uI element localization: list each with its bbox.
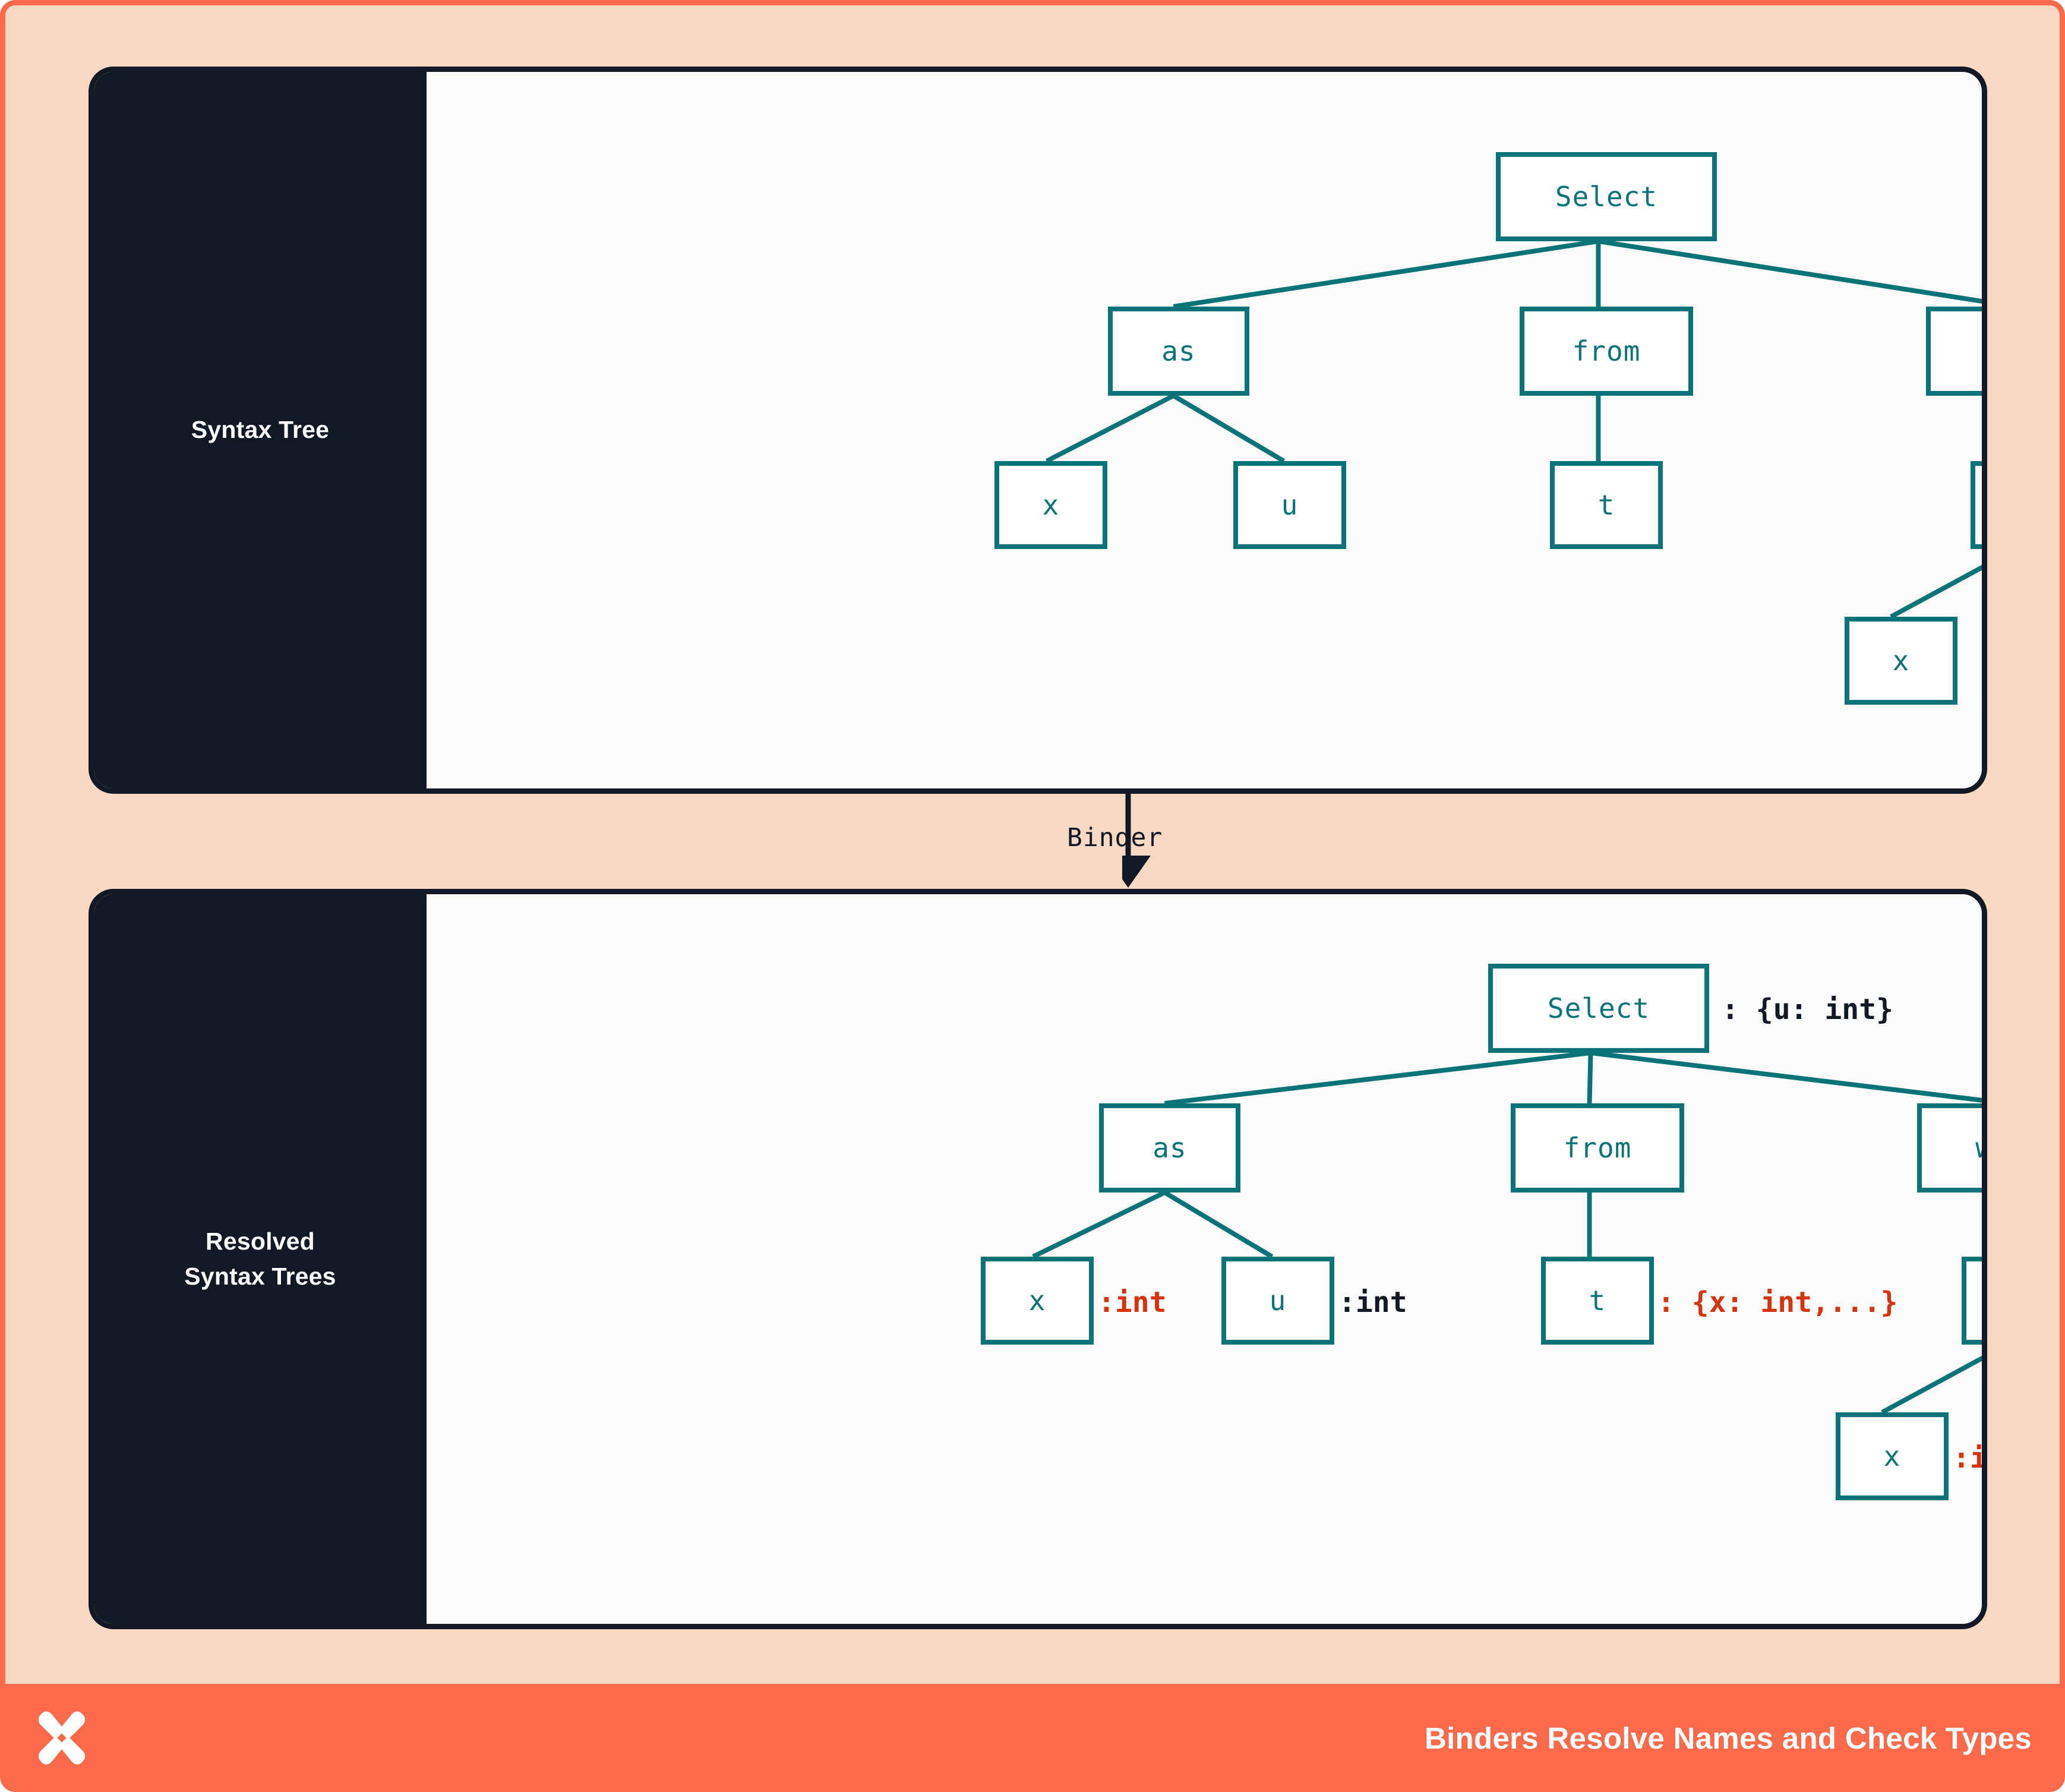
tree-node-from[interactable]: from <box>1511 1103 1684 1192</box>
tree-node-gt[interactable]: > <box>1971 461 1982 549</box>
tree-edge <box>1597 239 1982 304</box>
tree-edge <box>1032 1190 1166 1259</box>
tree-node-gt[interactable]: > <box>1962 1257 1982 1345</box>
binder-arrow-icon <box>1122 794 1151 888</box>
tree-node-from-t[interactable]: t <box>1541 1257 1654 1345</box>
resolved-tree-canvas: Selectasfromwherexut>x0: {u: int}:int:in… <box>427 894 1982 1624</box>
tree-node-select[interactable]: Select <box>1488 964 1709 1053</box>
panel-resolved-trees: Resolved Syntax Trees Select as from where x… <box>89 889 1987 1629</box>
type-annotation-from-t-type: : {x: int,...} <box>1657 1286 1898 1319</box>
tree-edge <box>1590 1050 1982 1103</box>
tree-node-where[interactable]: where <box>1917 1103 1982 1192</box>
tree-node-where[interactable]: where <box>1926 307 1982 396</box>
tree-node-as-u[interactable]: u <box>1221 1257 1334 1345</box>
syntax-tree-canvas: Selectasfromwherexut>x0 <box>427 72 1982 788</box>
tree-edge <box>1172 393 1286 463</box>
syntax-tree-edges <box>1046 239 1982 619</box>
tree-node-as[interactable]: as <box>1099 1103 1240 1192</box>
resolved-tree-edges <box>1032 1050 1982 1415</box>
tree-edge <box>1173 239 1599 309</box>
tree-node-as-x[interactable]: x <box>981 1257 1094 1345</box>
footer-title: Binders Resolve Names and Check Types <box>1424 1721 2032 1755</box>
footer-bar: Binders Resolve Names and Check Types <box>5 1684 2060 1787</box>
binder-label: Binder <box>1067 823 1163 853</box>
tree-edge <box>1881 1355 1982 1415</box>
tree-edge <box>1587 1052 1593 1104</box>
tree-node-gt-x[interactable]: x <box>1836 1412 1949 1500</box>
tree-node-from-t[interactable]: t <box>1550 461 1663 549</box>
tree-node-gt-x[interactable]: x <box>1845 617 1957 705</box>
tree-node-from[interactable]: from <box>1520 307 1693 396</box>
tree-node-as-x[interactable]: x <box>994 461 1107 549</box>
sidebar-label-resolved-trees: Resolved Syntax Trees <box>184 1227 336 1290</box>
panel-resolved-trees-sidebar: Resolved Syntax Trees <box>94 894 427 1624</box>
tree-edge <box>1890 564 1982 619</box>
panel-syntax-tree: Syntax Tree Selectasfromwherexut>x0 <box>89 67 1987 794</box>
type-annotation-as-u-type: :int <box>1338 1286 1407 1319</box>
star-x-logo-icon <box>38 1711 86 1765</box>
type-annotation-as-x-type: :int <box>1098 1286 1167 1319</box>
tree-edge <box>1046 393 1175 463</box>
tree-node-select[interactable]: Select <box>1496 152 1717 241</box>
sidebar-label-syntax-tree: Syntax Tree <box>191 416 330 444</box>
tree-node-as-u[interactable]: u <box>1233 461 1346 549</box>
type-annotation-gt-x-type: :int <box>1953 1441 1987 1475</box>
tree-edge <box>1163 1190 1274 1259</box>
panel-syntax-tree-sidebar: Syntax Tree <box>94 72 427 788</box>
tree-node-as[interactable]: as <box>1108 307 1249 396</box>
tree-edge <box>1164 1050 1591 1106</box>
type-annotation-select-type: : {u: int} <box>1722 993 1893 1026</box>
